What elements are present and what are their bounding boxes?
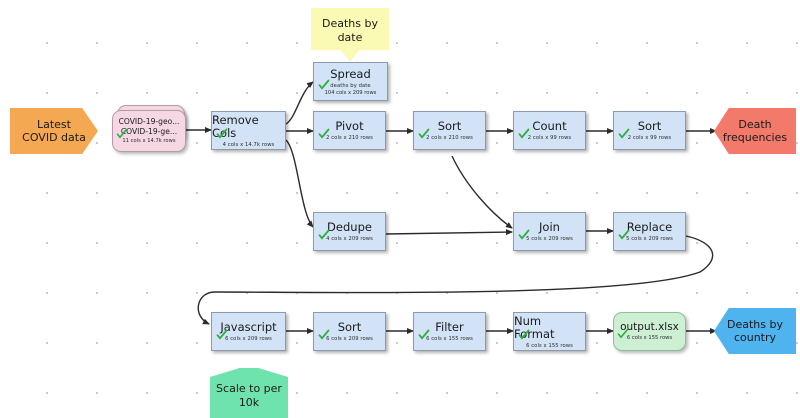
node-replace[interactable]: Replace 5 cols x 209 rows — [613, 212, 686, 251]
edge-remove-cols-to-spread — [285, 81, 314, 125]
node-stats: 6 cols x 209 rows — [225, 336, 272, 342]
status-check-icon — [318, 128, 330, 140]
node-pivot[interactable]: Pivot 2 cols x 210 rows — [313, 111, 386, 150]
node-stats: 2 cols x 210 rows — [326, 135, 373, 141]
output-file-stats: 6 cols x 155 rows — [626, 335, 673, 341]
node-stats: 104 cols x 209 rows — [324, 89, 377, 96]
node-stats: 2 cols x 210 rows — [426, 135, 473, 141]
input-latest-covid-data[interactable]: Latest COVID data — [10, 108, 98, 154]
note-scale-line1: Scale to per — [216, 382, 282, 395]
status-check-icon — [617, 328, 629, 340]
node-title: Dedupe — [327, 220, 372, 234]
node-stats: 5 cols x 209 rows — [626, 236, 673, 242]
status-check-icon — [518, 229, 530, 241]
status-check-icon — [318, 79, 330, 91]
output-blue-label-line1: Deaths by — [727, 317, 783, 331]
source-file-stack[interactable]: COVID-19-geo... COVID-19-ge... 11 cols x… — [112, 110, 186, 152]
node-stats: 4 cols x 209 rows — [326, 236, 373, 242]
node-title: Replace — [626, 220, 673, 234]
node-num-format[interactable]: Num Format 6 cols x 155 rows — [513, 312, 586, 351]
output-red-label-line1: Death — [738, 117, 772, 131]
input-label-line1: Latest — [36, 117, 71, 131]
node-stats: 4 cols x 14.7k rows — [222, 141, 275, 148]
status-check-icon — [618, 229, 630, 241]
status-check-icon — [216, 128, 228, 140]
status-check-icon — [216, 329, 228, 341]
node-title: Sort — [337, 320, 362, 334]
status-check-icon — [318, 229, 330, 241]
note-scale-per-10k[interactable]: Scale to per 10k — [210, 368, 288, 418]
output-red-label-line2: frequencies — [722, 131, 788, 144]
node-spread[interactable]: Spread deaths by date 104 cols x 209 row… — [313, 62, 388, 101]
status-check-icon — [418, 329, 430, 341]
node-note: deaths by date — [330, 82, 371, 89]
node-title: Sort — [437, 119, 462, 133]
node-title: Filter — [435, 320, 464, 334]
node-title: Join — [539, 220, 560, 234]
node-title: Spread — [330, 66, 371, 81]
output-file-name: output.xlsx — [620, 321, 679, 333]
status-check-icon — [618, 128, 630, 140]
node-count[interactable]: Count 2 cols x 99 rows — [513, 111, 586, 150]
node-title: Javascript — [220, 320, 277, 334]
node-title: Count — [532, 119, 567, 133]
note-deaths-by-date-line1: Deaths by — [322, 17, 378, 30]
output-file-xlsx[interactable]: output.xlsx 6 cols x 155 rows — [613, 312, 686, 351]
node-dedupe[interactable]: Dedupe 4 cols x 209 rows — [313, 212, 386, 251]
node-javascript[interactable]: Javascript 6 cols x 209 rows — [211, 312, 286, 351]
node-join[interactable]: Join 5 cols x 209 rows — [513, 212, 586, 251]
input-label-line2: COVID data — [22, 131, 86, 144]
status-check-icon — [116, 128, 128, 140]
edge-sort-1-to-join — [451, 155, 513, 229]
node-title: Sort — [637, 119, 662, 133]
node-title: Pivot — [335, 119, 364, 133]
note-deaths-by-date-line2: date — [337, 31, 363, 44]
node-filter[interactable]: Filter 6 cols x 155 rows — [413, 312, 486, 351]
status-check-icon — [418, 128, 430, 140]
source-file-name-1: COVID-19-geo... — [118, 117, 180, 126]
status-check-icon — [318, 329, 330, 341]
edge-dedupe-to-join — [385, 229, 513, 236]
node-sort-3[interactable]: Sort 6 cols x 209 rows — [313, 312, 386, 351]
note-scale-line2: 10k — [238, 396, 260, 409]
note-deaths-by-date[interactable]: Deaths by date — [311, 8, 389, 62]
status-check-icon — [518, 128, 530, 140]
source-file-name-2: COVID-19-ge... — [120, 126, 178, 136]
output-deaths-by-country[interactable]: Deaths by country — [714, 308, 796, 354]
output-blue-label-line2: country — [733, 331, 777, 344]
node-remove-cols[interactable]: Remove Cols 4 cols x 14.7k rows — [211, 111, 286, 150]
node-stats: 2 cols x 99 rows — [627, 135, 672, 141]
node-sort-1[interactable]: Sort 2 cols x 210 rows — [413, 111, 486, 150]
status-check-icon — [518, 329, 530, 341]
source-file-stats: 11 cols x 14.7k rows — [122, 138, 176, 144]
node-sort-2[interactable]: Sort 2 cols x 99 rows — [613, 111, 686, 150]
node-stats: 6 cols x 155 rows — [426, 336, 473, 342]
node-stats: 6 cols x 155 rows — [526, 342, 573, 349]
node-stats: 6 cols x 209 rows — [326, 336, 373, 342]
output-death-frequencies[interactable]: Death frequencies — [714, 108, 796, 154]
node-stats: 2 cols x 99 rows — [527, 135, 572, 141]
node-stats: 5 cols x 209 rows — [526, 236, 573, 242]
edge-remove-cols-to-dedupe — [285, 139, 314, 228]
